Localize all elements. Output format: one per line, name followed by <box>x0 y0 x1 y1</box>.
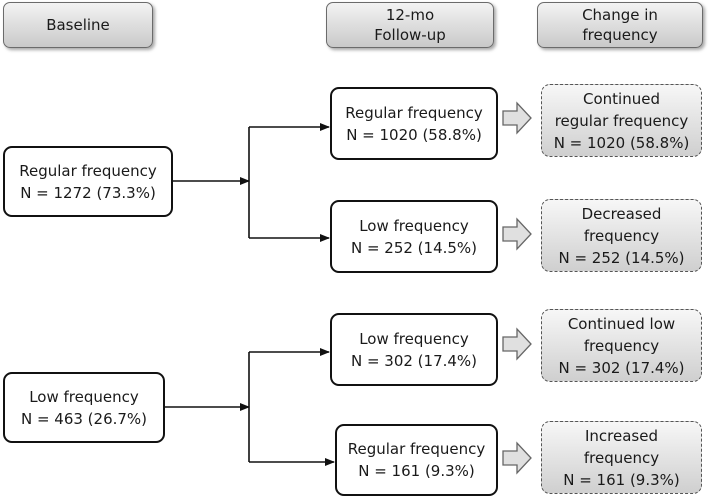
change-continued-low-box: Continued low frequency N = 302 (17.4%) <box>541 309 702 382</box>
change-header-line2: frequency <box>582 26 658 44</box>
baseline-regular-label: Regular frequency <box>19 161 157 180</box>
followup-regular-low-n: N = 252 (14.5%) <box>350 238 478 257</box>
baseline-low-label: Low frequency <box>29 387 139 406</box>
followup-header-line1: 12-mo <box>385 6 435 24</box>
baseline-low-box: Low frequency N = 463 (26.7%) <box>3 372 165 443</box>
change-decreased-line2: frequency <box>583 226 660 245</box>
block-arrow-3 <box>502 327 532 361</box>
followup-low-regular-n: N = 161 (9.3%) <box>358 462 475 480</box>
followup-low-regular-box: Regular frequency N = 161 (9.3%) <box>335 424 498 496</box>
change-header: Change in frequency <box>537 2 703 48</box>
change-increased-n: N = 161 (9.3%) <box>563 470 680 489</box>
followup-regular-regular-n: N = 1020 (58.8%) <box>346 125 482 144</box>
change-decreased-box: Decreased frequency N = 252 (14.5%) <box>541 199 702 272</box>
followup-header-line2: Follow-up <box>374 26 446 44</box>
followup-low-low-label: Low frequency <box>359 329 469 348</box>
followup-low-regular-label: Regular frequency <box>347 440 486 458</box>
followup-regular-regular-label: Regular frequency <box>345 103 483 122</box>
baseline-low-n: N = 463 (26.7%) <box>20 409 148 428</box>
baseline-header: Baseline <box>3 2 153 48</box>
change-increased-box: Increased frequency N = 161 (9.3%) <box>541 421 702 494</box>
change-continued-low-line1: Continued low <box>567 314 676 333</box>
followup-regular-low-box: Low frequency N = 252 (14.5%) <box>330 200 498 273</box>
followup-header: 12-mo Follow-up <box>326 2 494 48</box>
block-arrow-4 <box>502 441 532 475</box>
block-arrow-2 <box>502 217 532 251</box>
change-increased-line2: frequency <box>583 448 660 467</box>
followup-regular-low-label: Low frequency <box>359 216 469 235</box>
baseline-header-label: Baseline <box>46 16 110 34</box>
followup-low-low-n: N = 302 (17.4%) <box>350 351 478 370</box>
change-decreased-n: N = 252 (14.5%) <box>558 248 685 267</box>
block-arrow-1 <box>502 101 532 135</box>
followup-low-low-box: Low frequency N = 302 (17.4%) <box>330 313 498 386</box>
change-continued-low-line2: frequency <box>583 336 660 355</box>
baseline-regular-box: Regular frequency N = 1272 (73.3%) <box>3 146 173 217</box>
change-header-line1: Change in <box>582 6 658 24</box>
change-continued-low-n: N = 302 (17.4%) <box>558 358 685 377</box>
change-decreased-line1: Decreased <box>581 204 662 223</box>
baseline-regular-n: N = 1272 (73.3%) <box>20 183 156 202</box>
followup-regular-regular-box: Regular frequency N = 1020 (58.8%) <box>330 87 498 160</box>
change-continued-regular-box: Continued regular frequency N = 1020 (58… <box>541 84 702 157</box>
change-continued-regular-line1: Continued <box>583 89 660 108</box>
change-continued-regular-n: N = 1020 (58.8%) <box>553 133 690 152</box>
change-increased-line1: Increased <box>584 426 658 445</box>
change-continued-regular-line2: regular frequency <box>554 111 689 130</box>
